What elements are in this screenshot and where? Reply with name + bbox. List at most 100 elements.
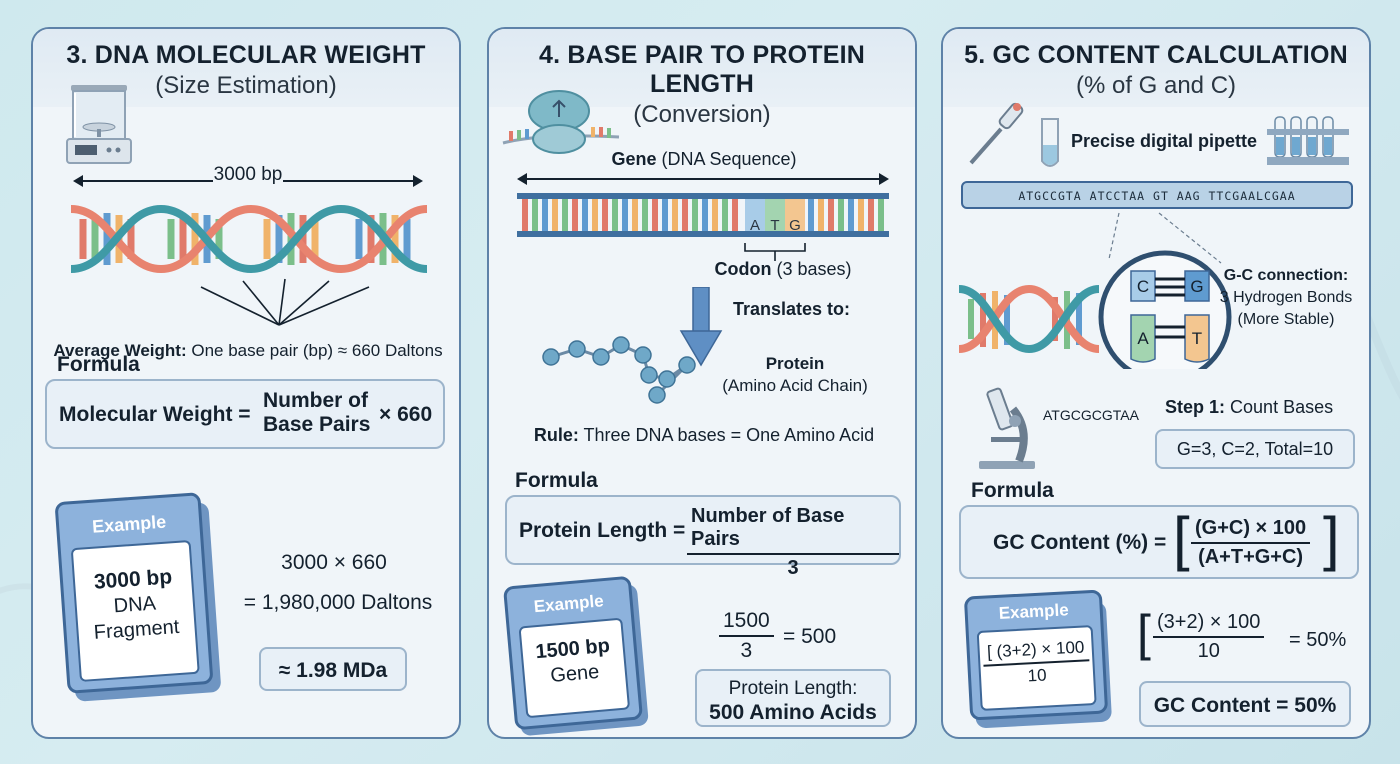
translate-arrow-icon: [679, 287, 723, 367]
protein-label-rest: (Amino Acid Chain): [722, 376, 868, 395]
result-box: Protein Length: 500 Amino Acids: [695, 669, 891, 727]
calc-line-2: = 1,980,000 Daltons: [243, 591, 433, 614]
example-tag: Example: [533, 591, 605, 617]
panel-subtitle: (Conversion): [633, 101, 771, 128]
panel-subtitle: (Size Estimation): [155, 72, 337, 99]
formula-fraction: (G+C) × 100 (A+T+G+C): [1191, 517, 1311, 569]
codon-letter-t: T: [770, 217, 780, 234]
gc-connection-line-3: (More Stable): [1237, 311, 1335, 328]
gc-connection-bold: G-C connection:: [1223, 267, 1349, 284]
calc-left-bracket: [: [1137, 605, 1151, 661]
gene-label: Gene (DNA Sequence): [489, 149, 915, 170]
panel-base-pair-to-protein: 4. BASE PAIR TO PROTEIN LENGTH (Conversi…: [487, 27, 917, 739]
formula-numerator: Number of Base Pairs: [687, 505, 899, 555]
example-card-body: [ (3+2) × 100 10: [976, 625, 1097, 711]
formula-heading: Formula: [971, 479, 1054, 502]
calc-fraction: (3+2) × 100 10: [1153, 611, 1265, 663]
rule-value: Three DNA bases = One Amino Acid: [583, 425, 875, 445]
step-label: Step 1: Count Bases: [1165, 397, 1333, 418]
codon-label: Codon (3 bases): [703, 259, 863, 280]
example-card: Example [ (3+2) × 100 10: [963, 589, 1109, 721]
lab-balance-icon: [66, 85, 132, 164]
codon-label-bold: Codon: [714, 259, 772, 279]
translates-label: Translates to:: [733, 299, 851, 319]
codon-letter-a: A: [749, 217, 760, 234]
formula-heading: Formula: [57, 353, 140, 376]
example-card-body: 3000 bp DNA Fragment: [70, 539, 200, 682]
example-denominator: 10: [1027, 665, 1048, 686]
calc-fraction: 1500 3: [719, 609, 774, 663]
formula-numerator: (G+C) × 100: [1191, 517, 1311, 544]
panel-dna-molecular-weight: 3. DNA MOLECULAR WEIGHT (Size Estimation…: [31, 27, 461, 739]
panel-header: 5. GC CONTENT CALCULATION (% of G and C): [943, 29, 1369, 107]
example-tag: Example: [91, 511, 167, 537]
average-weight-label: Average Weight:: [53, 341, 187, 360]
formula-denominator: 3: [787, 557, 799, 579]
codon-letter-g: G: [789, 217, 801, 234]
panel-gc-content: 5. GC CONTENT CALCULATION (% of G and C)…: [941, 27, 1371, 739]
formula-lhs: GC Content (%) =: [993, 531, 1167, 554]
protein-label: Protein (Amino Acid Chain): [685, 353, 905, 397]
bond-letter-g: G: [1190, 277, 1204, 296]
test-tube-icon: [1041, 118, 1059, 167]
calc-line-1: 3000 × 660: [281, 551, 387, 574]
gc-connection-line-2: 3 Hydrogen Bonds: [1219, 289, 1353, 306]
formula-multiplier: × 660: [379, 403, 433, 426]
formula-numerator: Number of Base Pairs: [263, 389, 370, 437]
gc-connection-label: G-C connection: 3 Hydrogen Bonds (More S…: [1211, 265, 1361, 331]
dna-length-label: 3000 bp: [213, 164, 283, 185]
result-line-2: 500 Amino Acids: [709, 701, 877, 724]
panel-title: 4. BASE PAIR TO PROTEIN LENGTH: [539, 41, 865, 98]
rule-text: Rule: Three DNA bases = One Amino Acid: [489, 425, 915, 446]
calc-numerator: (3+2) × 100: [1153, 611, 1265, 638]
average-weight-text: Average Weight: One base pair (bp) ≈ 660…: [43, 341, 453, 361]
amino-acid-chain-icon: [542, 336, 696, 404]
example-tag: Example: [998, 600, 1070, 623]
calc-result: = 500: [783, 625, 837, 648]
microscope-icon: [979, 387, 1035, 469]
example-card: Example 1500 bp Gene: [502, 575, 644, 731]
count-result-box: G=3, C=2, Total=10: [1155, 429, 1355, 469]
bond-letter-t: T: [1191, 329, 1203, 348]
calc-denominator: 10: [1197, 640, 1220, 662]
step-label-bold: Step 1:: [1165, 397, 1226, 417]
panel-title: 5. GC CONTENT CALCULATION: [964, 41, 1348, 69]
formula-num-line1: Number of: [263, 389, 368, 412]
formula-lhs: Protein Length =: [519, 519, 686, 542]
formula-box: GC Content (%) = [ (G+C) × 100 (A+T+G+C)…: [959, 505, 1359, 579]
result-box: ≈ 1.98 MDa: [259, 647, 407, 691]
rule-label: Rule:: [533, 425, 579, 445]
formula-lhs: Molecular Weight =: [59, 403, 251, 426]
formula-box: Protein Length = Number of Base Pairs 3: [505, 495, 901, 579]
average-weight-value: One base pair (bp) ≈ 660 Daltons: [191, 341, 443, 360]
panel-subtitle: (% of G and C): [1075, 72, 1237, 99]
sequence-strip: ATGCCGTA ATCCTAA GT AAG TTCGAALCGAA: [961, 181, 1353, 209]
formula-heading: Formula: [515, 469, 598, 492]
example-numerator: [ (3+2) × 100: [982, 637, 1090, 667]
formula-fraction: Number of Base Pairs 3: [687, 505, 899, 580]
pipette-label: Precise digital pipette: [1071, 131, 1258, 151]
formula-num-line2: Base Pairs: [263, 413, 371, 436]
calc-denominator: 3: [740, 639, 753, 662]
ribosome-icon: [502, 90, 620, 154]
calc-numerator: 1500: [719, 609, 774, 637]
result-box: GC Content = 50%: [1139, 681, 1351, 727]
gene-label-rest: (DNA Sequence): [661, 149, 797, 169]
example-card-body: 1500 bp Gene: [518, 617, 631, 719]
length-arrow: [73, 175, 423, 187]
tube-rack-icon: [1267, 116, 1349, 165]
example-card: Example 3000 bp DNA Fragment: [54, 492, 214, 694]
formula-left-bracket: [: [1173, 505, 1190, 572]
dna-double-helix: [71, 204, 427, 326]
formula-denominator: (A+T+G+C): [1198, 546, 1304, 568]
example-fraction: [ (3+2) × 100 10: [982, 637, 1091, 688]
step-label-rest: Count Bases: [1230, 397, 1334, 417]
bond-letter-c: C: [1136, 277, 1150, 296]
pipette-icon: [969, 102, 1024, 165]
panel-title: 3. DNA MOLECULAR WEIGHT: [66, 41, 426, 69]
formula-box: Molecular Weight = Number of Base Pairs …: [45, 379, 445, 449]
gc-bond-zoom-diagram: [959, 212, 1232, 369]
calc-result: = 50%: [1289, 629, 1347, 651]
codon-label-rest: (3 bases): [776, 259, 852, 279]
protein-label-bold: Protein: [765, 354, 825, 373]
